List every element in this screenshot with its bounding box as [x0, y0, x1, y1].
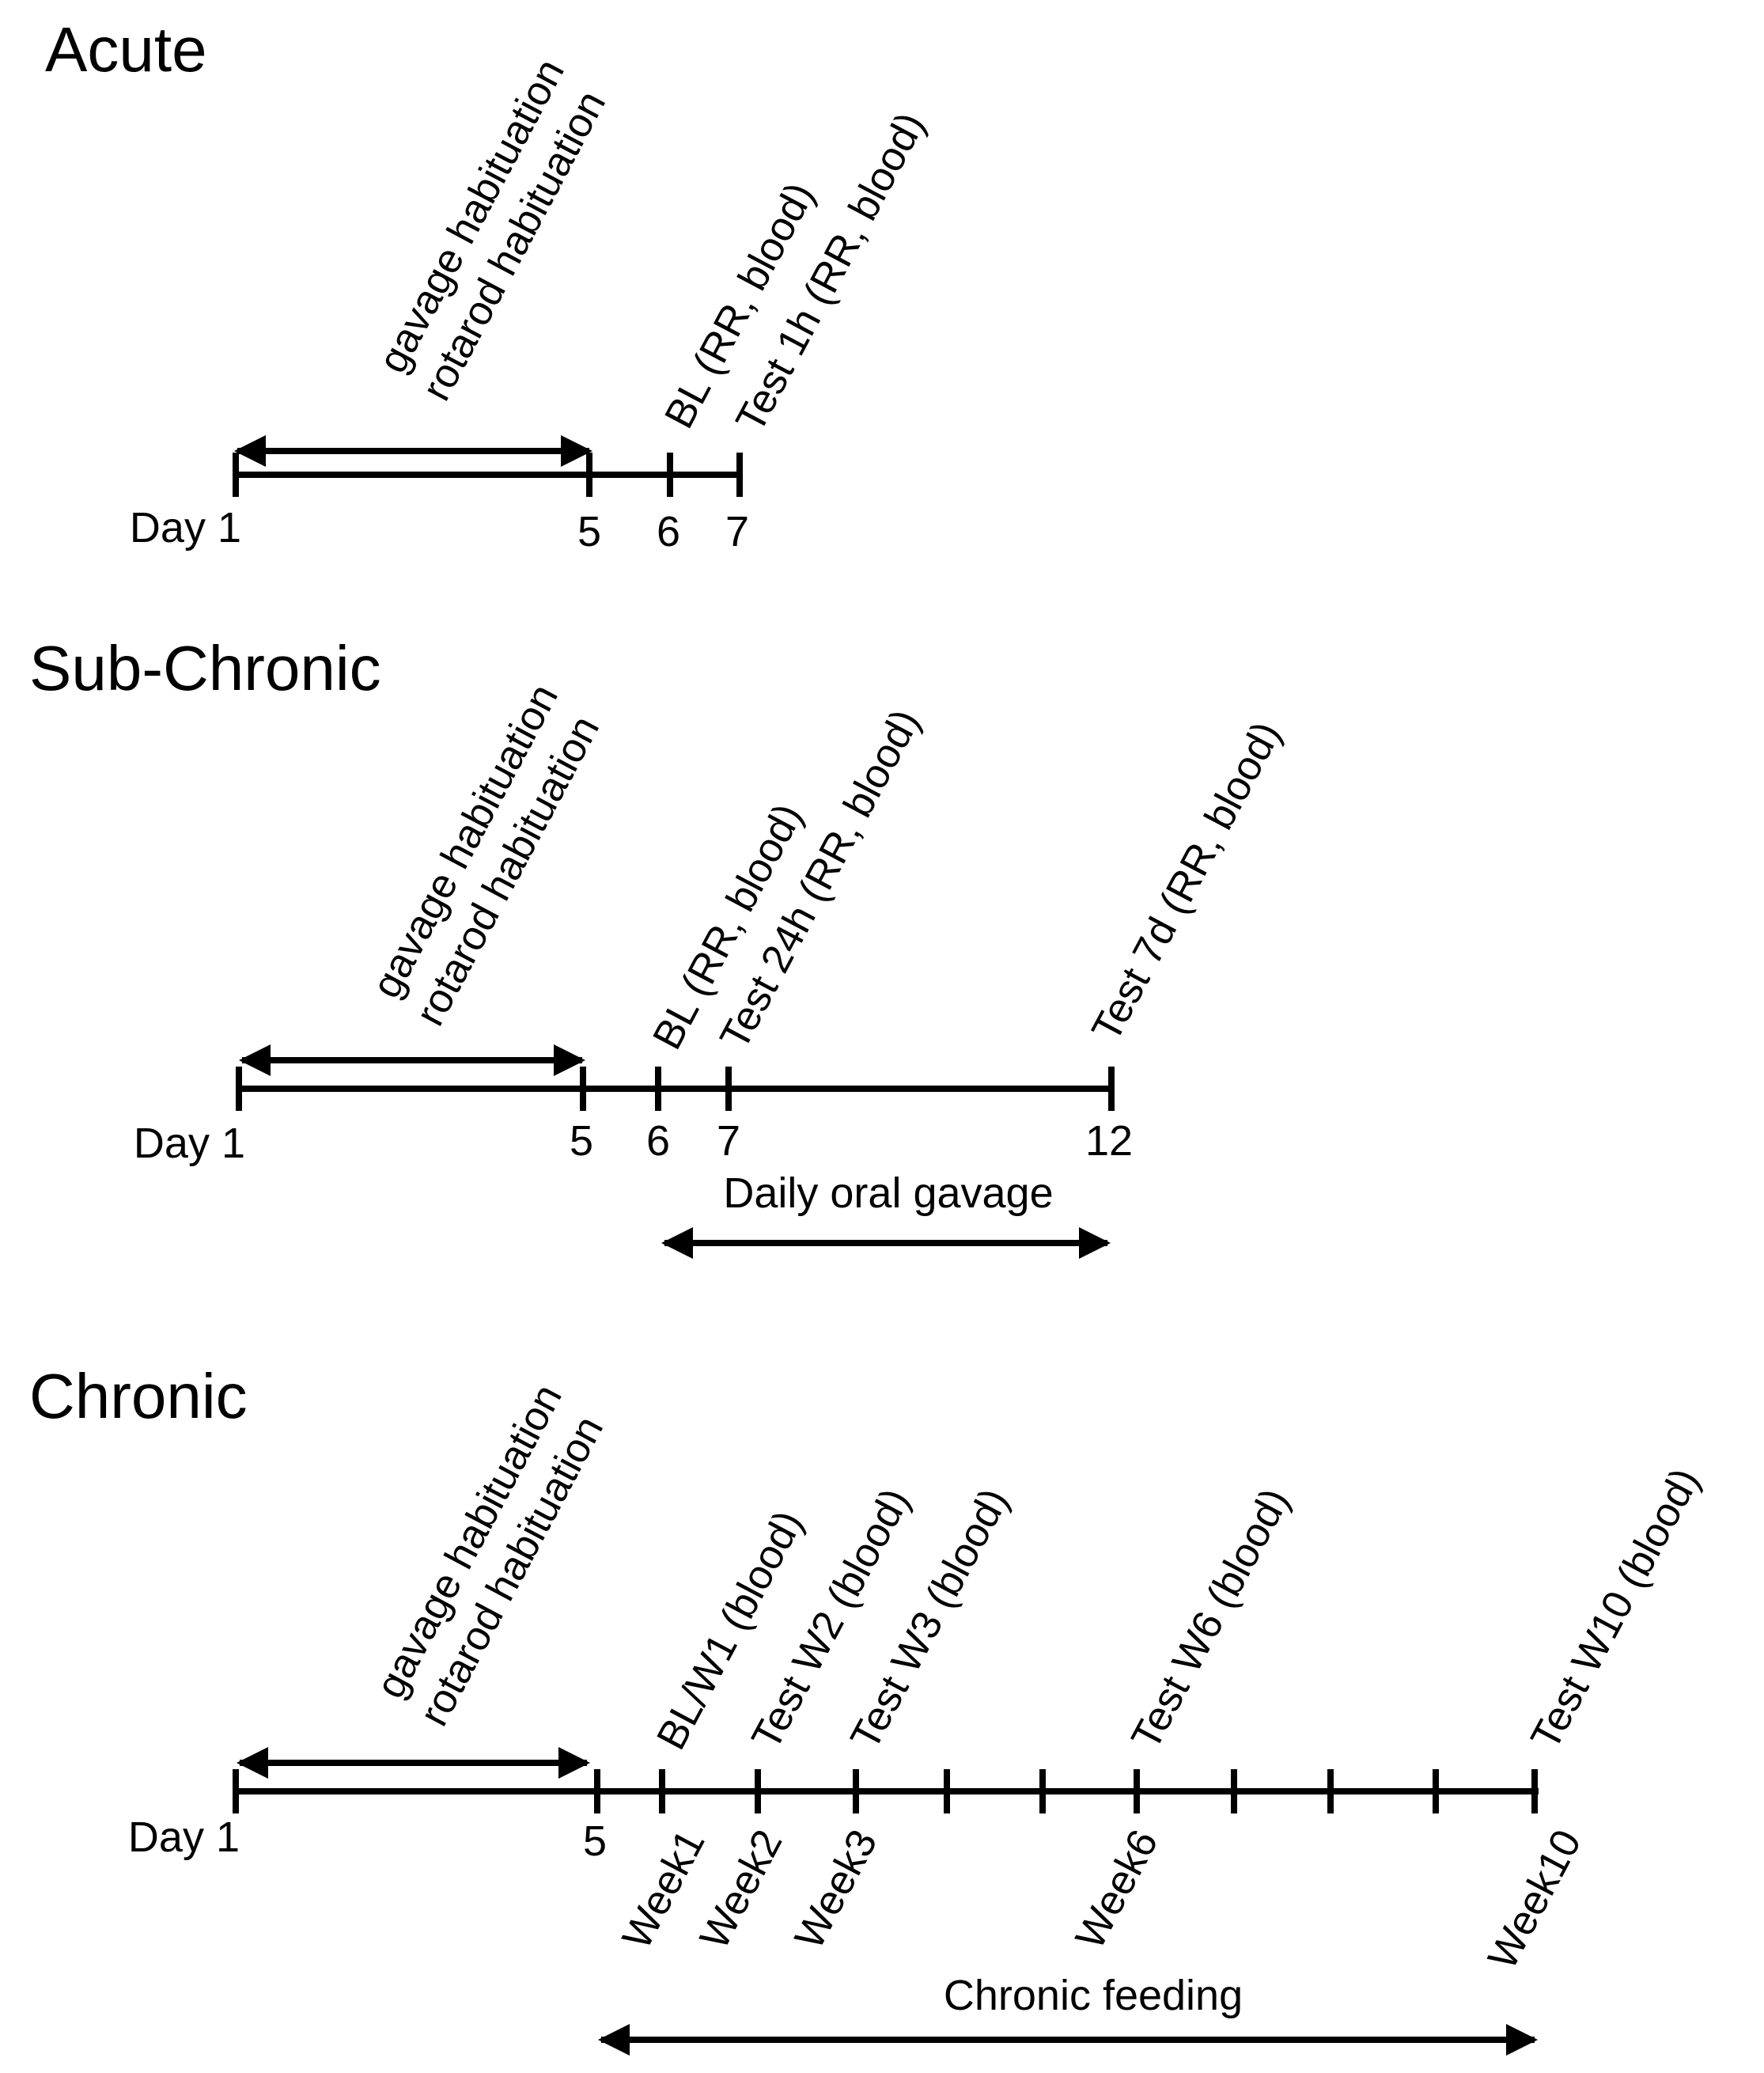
chronic-period-label: Chronic feeding: [944, 1972, 1243, 2019]
acute-title: Acute: [45, 14, 207, 85]
acute-panel: Acute Day 1 5 6 7 gavage habituation rot…: [45, 14, 934, 555]
subchronic-period-label: Daily oral gavage: [723, 1169, 1053, 1217]
chronic-tick-label-5: 5: [583, 1817, 607, 1865]
chronic-week10-label: Week10: [1479, 1822, 1590, 1976]
chronic-title: Chronic: [29, 1361, 248, 1431]
acute-tick-label-7: 7: [725, 508, 749, 555]
subchronic-tick-label-7: 7: [717, 1117, 740, 1165]
subchronic-tick-label-5: 5: [570, 1117, 593, 1165]
subchronic-tick-label-day1: Day 1: [134, 1120, 245, 1167]
acute-tick-label-6: 6: [657, 508, 680, 555]
subchronic-panel: Sub-Chronic Day 1 5 6 7 12 gavage habitu…: [29, 633, 1290, 1259]
acute-tick-label-5: 5: [577, 508, 601, 555]
subchronic-test-7d-label: Test 7d (RR, blood): [1083, 714, 1290, 1049]
subchronic-tick-label-6: 6: [646, 1117, 670, 1165]
chronic-test-w6-label: Test W6 (blood): [1122, 1481, 1298, 1757]
chronic-week6-label: Week6: [1067, 1822, 1168, 1956]
chronic-panel: Chronic Day 1 5 Week1 Week2 Week3 Week6 …: [29, 1361, 1709, 2056]
subchronic-tick-label-12: 12: [1085, 1117, 1133, 1165]
acute-tick-label-day1: Day 1: [130, 504, 241, 551]
chronic-tick-label-day1: Day 1: [128, 1813, 240, 1861]
subchronic-title: Sub-Chronic: [29, 633, 381, 703]
chronic-week3-label: Week3: [786, 1822, 887, 1956]
chronic-test-w10-label: Test W10 (blood): [1522, 1461, 1709, 1757]
